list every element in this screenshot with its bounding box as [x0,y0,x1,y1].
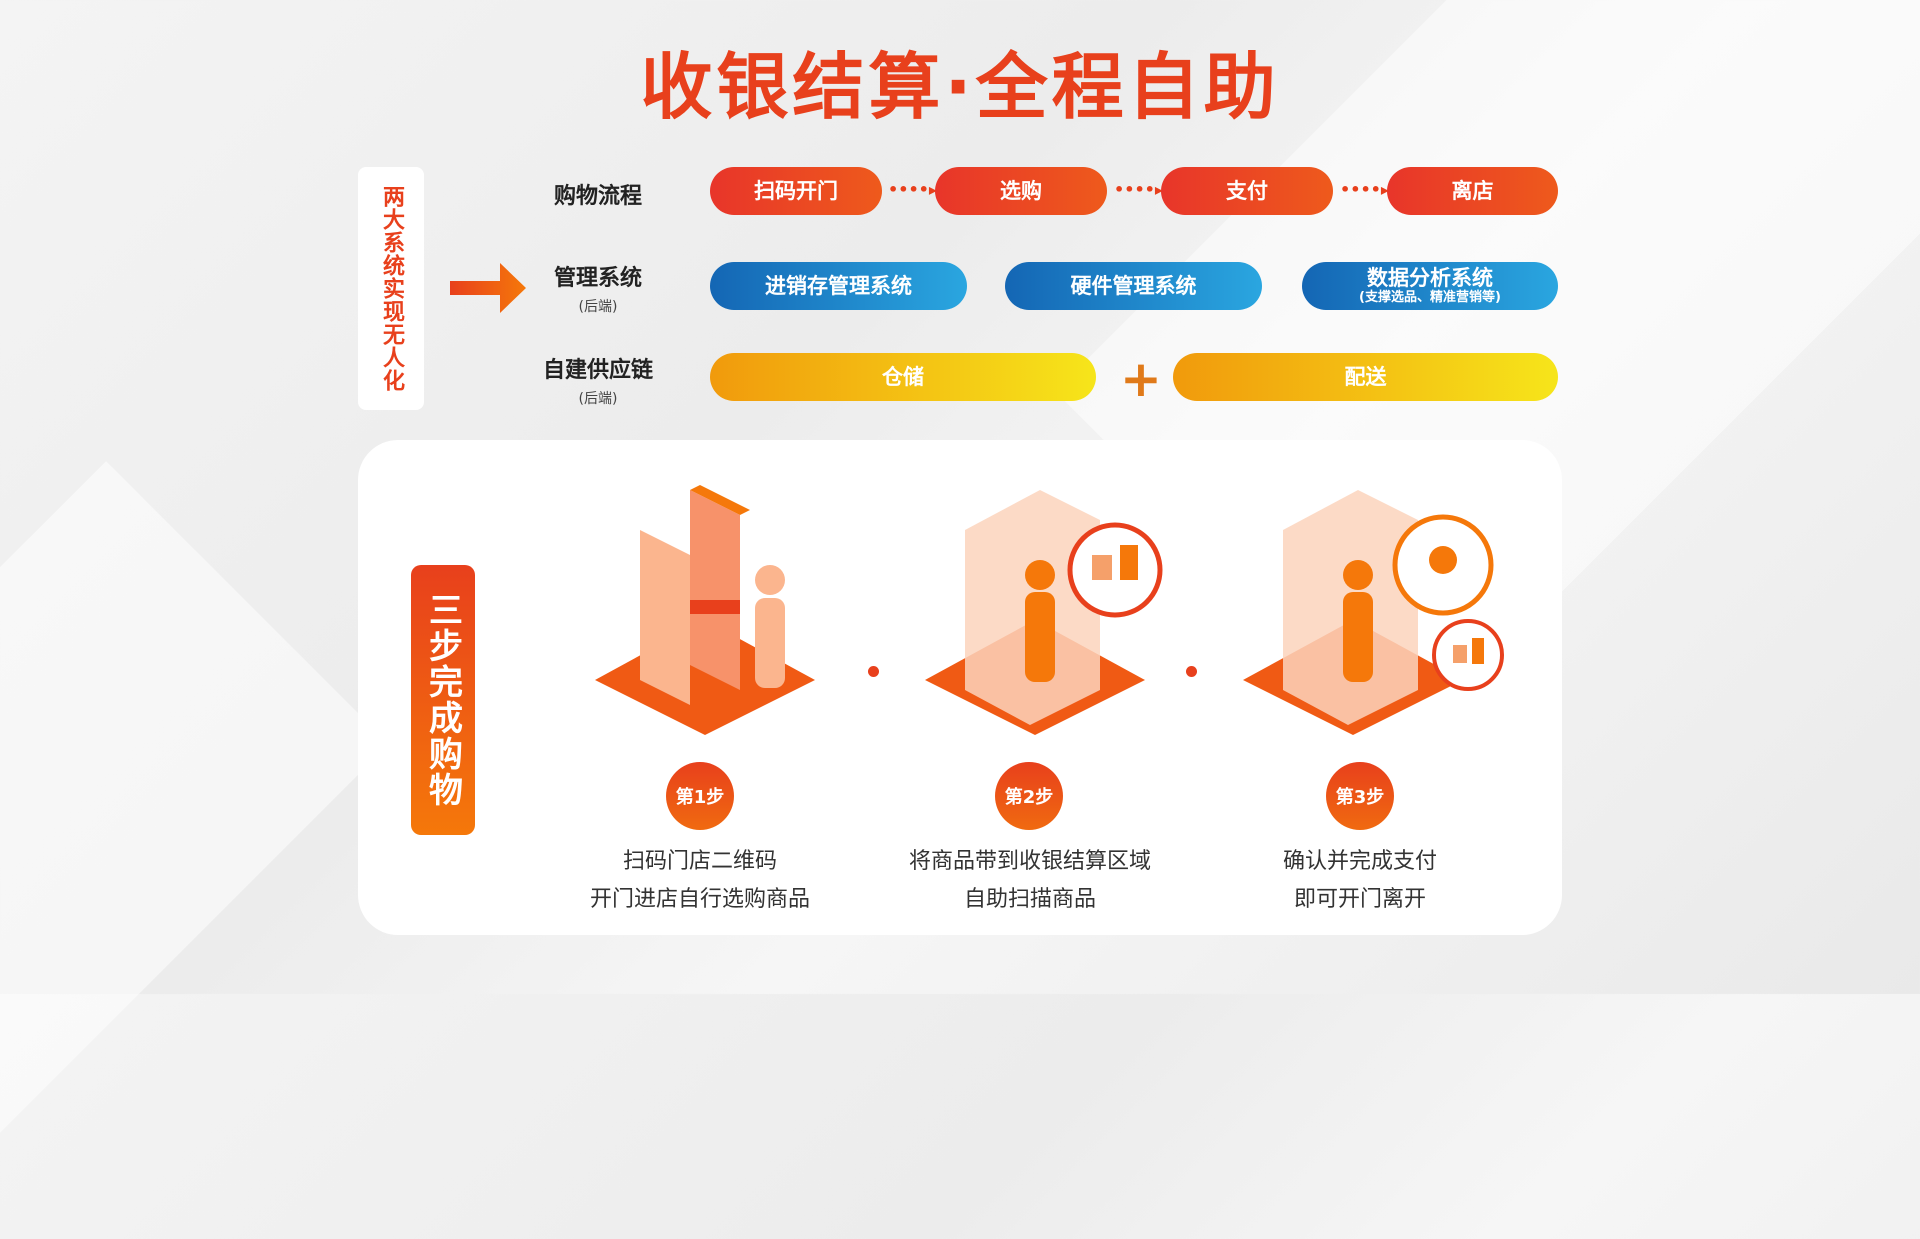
step-3-description: 确认并完成支付即可开门离开 [1282,849,1437,912]
step-2-badge: 第2步 [995,762,1063,830]
flow-connector: ••••▸ [1114,180,1163,199]
row-label-management: 管理系统(后端) [553,266,642,315]
side-label: 两大系统实现无人化 [379,185,404,392]
row-label-shopping-flow: 购物流程 [553,184,642,209]
flow-step-leave: 离店 [1387,167,1558,215]
flow-connector: ••••▸ [1340,180,1389,199]
background-shape [0,461,389,1239]
step1-illustration [595,485,815,735]
separator-dot [1186,666,1197,677]
separator-dot [868,666,879,677]
system-inventory: 进销存管理系统 [710,262,967,310]
step2-illustration [925,490,1163,735]
supply-delivery: 配送 [1173,353,1558,401]
system-hardware: 硬件管理系统 [1005,262,1262,310]
arrow-right-icon [450,263,526,313]
side-label-box: 两大系统实现无人化 [358,167,424,410]
supply-warehouse: 仓储 [710,353,1096,401]
row-label-supply-chain: 自建供应链(后端) [542,358,653,407]
steps-label: 三步完成购物 [422,592,463,808]
plus-icon: + [1120,350,1162,408]
step-1-badge: 第1步 [666,762,734,830]
system-analytics: 数据分析系统(支撑选品、精准营销等) [1302,262,1558,310]
flow-step-select: 选购 [935,167,1107,215]
step-1-description: 扫码门店二维码开门进店自行选购商品 [589,849,810,912]
flow-step-pay: 支付 [1161,167,1333,215]
step-3-badge: 第3步 [1326,762,1394,830]
flow-step-scan-open: 扫码开门 [710,167,882,215]
step-2-description: 将商品带到收银结算区域自助扫描商品 [908,849,1151,912]
steps-label-box: 三步完成购物 [411,565,475,835]
flow-connector: ••••▸ [888,180,937,199]
step3-illustration [1243,490,1504,735]
page-title: 收银结算·全程自助 [640,45,1280,129]
